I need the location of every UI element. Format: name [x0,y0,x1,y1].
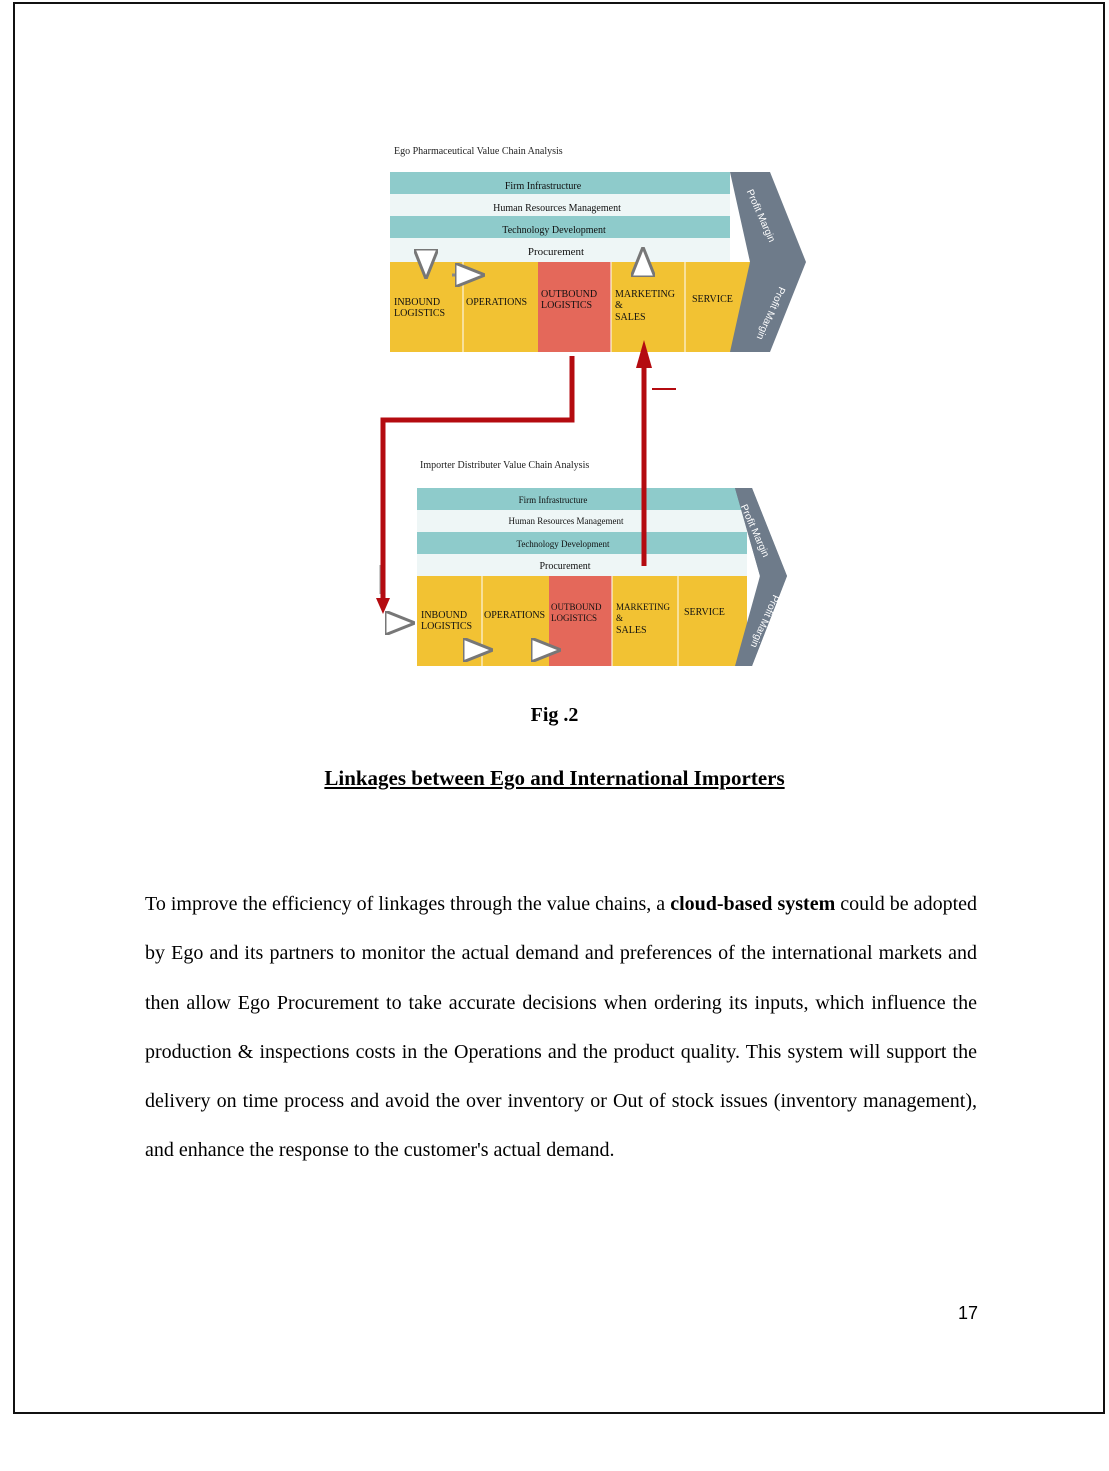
ego-value-chain: Ego Pharmaceutical Value Chain Analysis … [390,146,806,352]
ego-primary-label: MARKETING [615,289,675,300]
page-border [13,2,1105,1414]
importer-support-label: Human Resources Management [509,516,624,526]
paragraph-bold-term: cloud-based system [670,893,836,915]
importer-primary-label: SALES [616,625,647,636]
ego-support-label: Technology Development [502,225,606,236]
importer-support-band-4 [417,554,747,576]
figure-title: Linkages between Ego and International I… [324,766,785,790]
ego-support-band-1 [390,172,730,194]
importer-support-band-1 [417,488,747,510]
ego-primary-cell-4 [611,262,685,352]
linkage-arrows [376,340,676,614]
ego-primary-label: LOGISTICS [394,308,445,319]
importer-primary-label: MARKETING [616,602,670,612]
paragraph-text-end: could be adopted by Ego and its partners… [145,893,977,1162]
ego-support-label: Firm Infrastructure [505,181,582,192]
page-number: 17 [957,1303,978,1323]
ego-primary-cell-3 [538,262,611,352]
importer-primary-label: OUTBOUND [551,602,602,612]
importer-support-band-2 [417,510,747,532]
body-paragraph: To improve the efficiency of linkages th… [145,880,977,1176]
importer-support-label: Technology Development [516,539,610,549]
importer-primary-cell-2 [482,576,549,666]
figure-label: Fig .2 [530,704,579,726]
outbound-to-inbound-link [380,356,575,600]
importer-profit-margin-chevron-fill [735,488,787,666]
ego-support-label: Human Resources Management [493,203,621,214]
ego-support-label: Procurement [528,246,584,258]
importer-primary-label: & [616,613,623,623]
ego-primary-label: SALES [615,312,646,323]
ego-support-band-2 [390,194,730,216]
up-arrowhead-icon [636,340,652,368]
importer-primary-label: SERVICE [684,607,725,618]
paragraph-text-start: To improve the efficiency of linkages th… [145,893,671,915]
importer-primary-label: OPERATIONS [484,610,545,621]
ego-primary-label: OUTBOUND [541,289,597,300]
value-chain-figure: Ego Pharmaceutical Value Chain Analysis … [0,0,1109,700]
ego-primary-label: & [615,300,623,311]
importer-primary-label: LOGISTICS [421,621,472,632]
importer-support-label: Firm Infrastructure [519,495,588,505]
importer-chart-title: Importer Distributer Value Chain Analysi… [420,460,589,471]
ego-primary-label: LOGISTICS [541,300,592,311]
ego-support-band-4 [390,238,730,262]
importer-support-band-3 [417,532,747,554]
ego-profit-margin-chevron [730,172,806,352]
importer-primary-label: INBOUND [421,610,467,621]
importer-primary-label: LOGISTICS [551,613,597,623]
importer-value-chain: Importer Distributer Value Chain Analysi… [379,460,787,666]
ego-primary-label: OPERATIONS [466,297,527,308]
importer-support-label: Procurement [539,561,590,572]
ego-chart-title: Ego Pharmaceutical Value Chain Analysis [394,146,563,157]
ego-primary-label: SERVICE [692,294,733,305]
down-arrowhead-icon [376,598,390,614]
ego-support-band-3 [390,216,730,238]
importer-primary-cell-5 [678,576,747,666]
importer-primary-cell-4 [612,576,678,666]
ego-primary-label: INBOUND [394,297,440,308]
